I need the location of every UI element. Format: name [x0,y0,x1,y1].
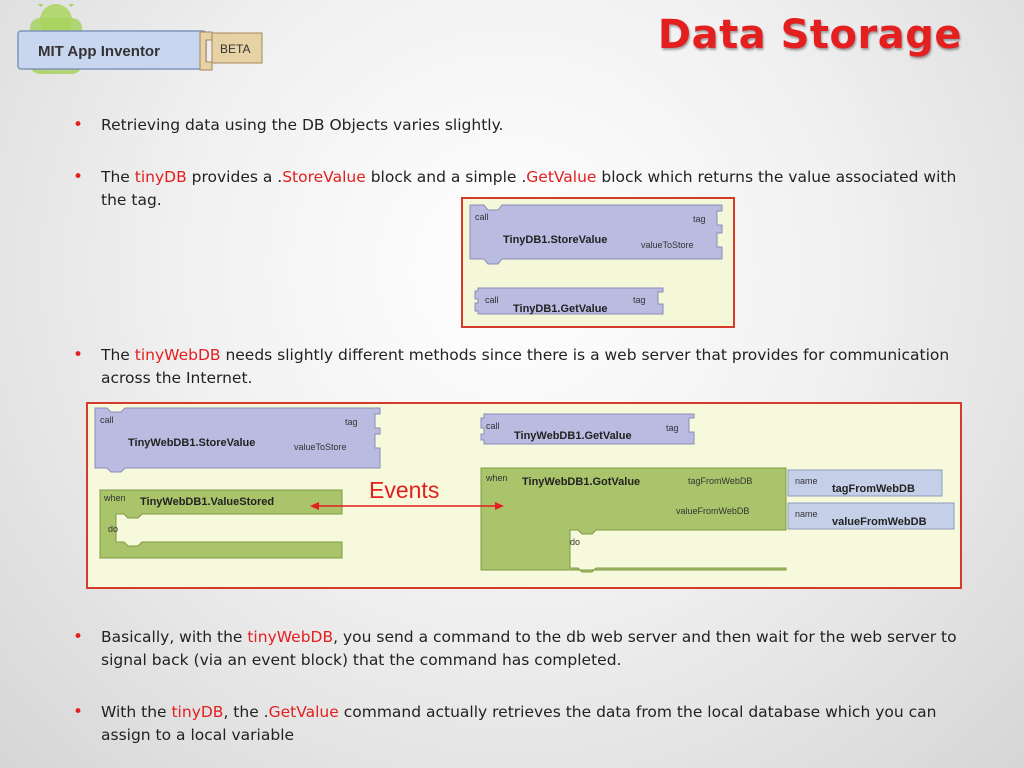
tinywebdb-valuestored-event-block: when TinyWebDB1.ValueStored do [99,489,343,559]
bullet-dot: • [73,702,84,722]
name-value: valueFromWebDB [832,516,927,528]
tinydb-blocks-figure: call TinyDB1.StoreValue tag valueToStore… [461,197,735,328]
keyword-tinydb: tinyDB [134,168,187,186]
bullet-5: • With the tinyDB, the .GetValue command… [73,701,971,746]
tinywebdb-blocks-figure: call TinyWebDB1.StoreValue tag valueToSt… [86,402,962,589]
value-socket-label: valueToStore [641,240,694,250]
param-label: valueFromWebDB [676,506,749,516]
keyword-getvalue: GetValue [268,703,339,721]
name-value: tagFromWebDB [832,483,915,495]
call-label: call [475,212,489,222]
keyword-tinywebdb: tinyWebDB [247,628,334,646]
tag-socket-label: tag [345,417,358,427]
bullet-dot: • [73,345,84,365]
bullet-dot: • [73,627,84,647]
bullet-text: block which returns the value associated… [101,168,957,209]
call-label: call [485,295,499,305]
name-label: name [795,509,818,519]
tinywebdb-gotvalue-event-block: when TinyWebDB1.GotValue tagFromWebDB va… [480,467,787,573]
do-label: do [108,524,118,534]
call-label: call [486,421,500,431]
bullet-text: Retrieving data using the DB Objects var… [101,116,504,134]
events-arrow [310,502,504,510]
block-name: TinyDB1.GetValue [513,303,608,315]
tinywebdb-getvalue-block: call TinyWebDB1.GetValue tag [480,413,695,445]
mit-app-inventor-logo: MIT App Inventor BETA [17,4,263,74]
param-label: tagFromWebDB [688,476,752,486]
do-label: do [570,537,580,547]
bullet-text: Basically, with the [101,628,248,646]
bullet-text: provides a . [186,168,283,186]
bullet-text: The [101,168,135,186]
bullet-4: • Basically, with the tinyWebDB, you sen… [73,626,971,671]
block-name: TinyWebDB1.ValueStored [140,496,274,508]
block-name: TinyDB1.StoreValue [503,234,607,246]
name-block-valuefromwebdb: name valueFromWebDB [787,502,955,530]
bullet-2: • The tinyDB provides a .StoreValue bloc… [73,166,971,211]
block-name: TinyWebDB1.GotValue [522,476,640,488]
events-label: Events [369,477,440,503]
value-socket-label: valueToStore [294,442,347,452]
name-block-tagfromwebdb: name tagFromWebDB [787,469,943,497]
name-label: name [795,476,818,486]
tag-socket-label: tag [666,423,679,433]
keyword-storevalue: StoreValue [282,168,366,186]
keyword-getvalue: GetValue [526,168,597,186]
bullet-text: block and a simple . [365,168,527,186]
when-label: when [485,473,508,483]
tag-socket-label: tag [633,295,646,305]
bullet-1: • Retrieving data using the DB Objects v… [73,114,971,137]
bullet-text: , you send a command to the db web serve… [101,628,957,669]
keyword-tinydb: tinyDB [171,703,224,721]
page-title: Data Storage [657,12,962,58]
bullet-dot: • [73,115,84,135]
bullet-text: The [101,346,135,364]
tinydb-getvalue-block: call TinyDB1.GetValue tag [474,287,664,315]
logo-text: MIT App Inventor [38,43,160,60]
bullet-dot: • [73,167,84,187]
block-name: TinyWebDB1.StoreValue [128,437,255,449]
block-name: TinyWebDB1.GetValue [514,430,632,442]
tinydb-storevalue-block: call TinyDB1.StoreValue tag valueToStore [469,204,723,265]
keyword-tinywebdb: tinyWebDB [134,346,221,364]
tag-socket-label: tag [693,214,706,224]
bullet-3: • The tinyWebDB needs slightly different… [73,344,971,389]
call-label: call [100,415,114,425]
bullet-text: With the [101,703,172,721]
logo-beta-tag: BETA [220,42,250,56]
tinywebdb-storevalue-block: call TinyWebDB1.StoreValue tag valueToSt… [94,407,381,473]
bullet-text: , the . [223,703,269,721]
when-label: when [103,493,126,503]
bullet-text: command actually retrieves the data from… [101,703,937,744]
bullet-text: needs slightly different methods since t… [101,346,950,387]
